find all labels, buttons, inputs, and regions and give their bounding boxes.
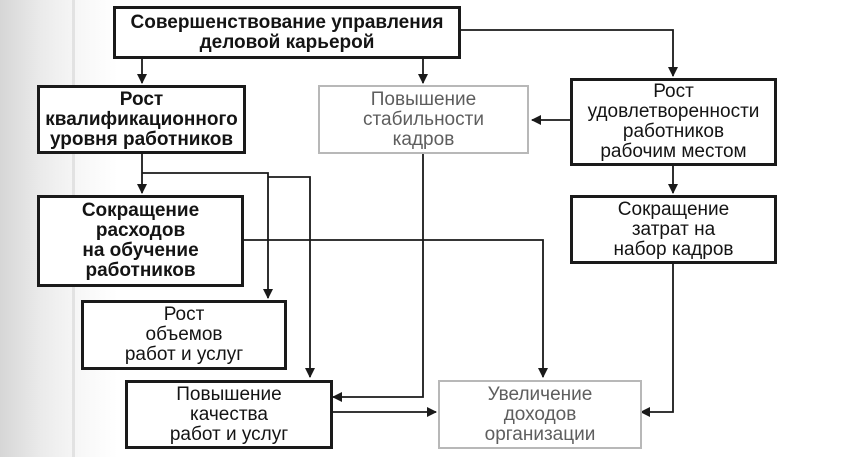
node-training-cost-reduction: Сокращение расходов на обучение работник…	[37, 195, 244, 287]
node-qualification-growth: Рост квалификационного уровня работников	[37, 85, 246, 154]
edge-career-to-satisfaction	[460, 29, 678, 77]
edge-qualification-to-volume	[142, 172, 273, 299]
edge-stability-to-quality	[332, 153, 424, 402]
edge-recruitment-to-income	[640, 263, 674, 417]
node-staff-stability: Повышение стабильности кадров	[318, 85, 529, 154]
edge-training-to-income	[243, 239, 548, 378]
node-volume-growth: Рост объемов работ и услуг	[81, 300, 287, 370]
edge-qualification-to-quality	[268, 176, 315, 378]
node-workplace-satisfaction: Рост удовлетворенности работников рабочи…	[570, 78, 777, 166]
node-quality-improvement: Повышение качества работ и услуг	[125, 380, 333, 449]
node-income-increase: Увеличение доходов организации	[438, 380, 642, 449]
node-career-management: Совершенствование управления деловой кар…	[113, 6, 461, 59]
node-recruitment-cost-reduction: Сокращение затрат на набор кадров	[570, 195, 777, 264]
